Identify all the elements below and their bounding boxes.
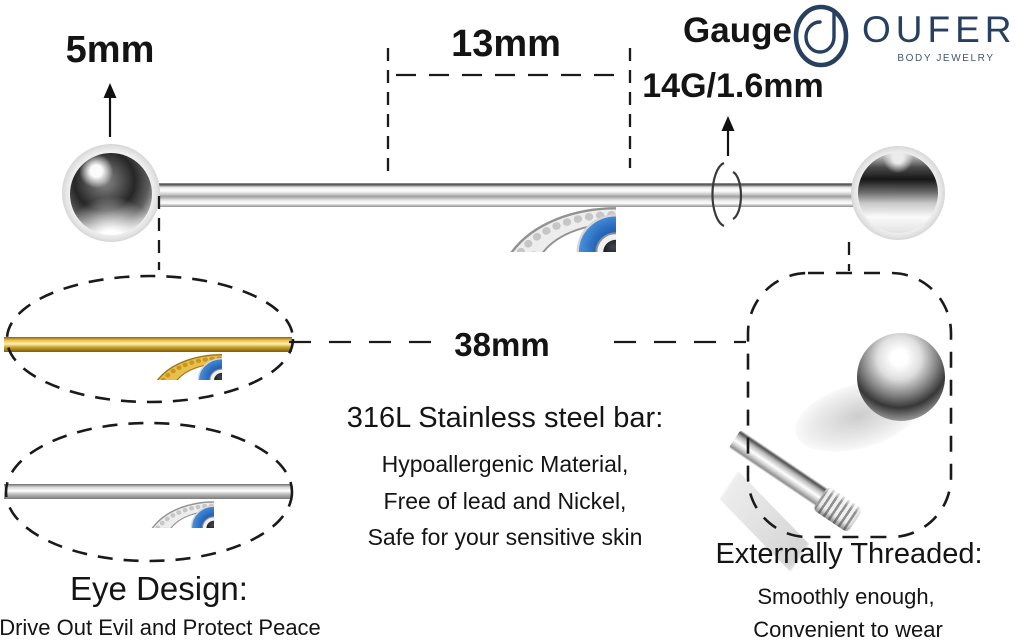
threaded-detail-frame <box>746 271 953 539</box>
material-line: Free of lead and Nickel, <box>383 488 627 514</box>
arrow-up-icon-gauge <box>721 116 735 156</box>
arrow-up-icon-5mm <box>103 83 117 137</box>
material-line: Hypoallergenic Material, <box>381 451 629 477</box>
eye-design-heading: Eye Design: <box>70 570 248 607</box>
threading-heading: Externally Threaded: <box>715 538 983 570</box>
material-heading: 316L Stainless steel bar: <box>346 402 664 434</box>
brand-name: OUFER <box>862 9 1017 50</box>
oufer-monogram-icon <box>793 4 849 68</box>
silver-variant-ellipse <box>4 421 294 563</box>
threading-line: Smoothly enough, <box>757 584 935 609</box>
threading-line: Convenient to wear <box>753 617 943 642</box>
label-charm-width: 13mm <box>451 23 561 65</box>
brand-tagline: BODY JEWELRY <box>897 53 995 64</box>
barbell-bar <box>150 183 868 207</box>
gold-variant-ellipse <box>5 274 295 404</box>
label-gauge: Gauge <box>683 11 792 50</box>
material-line: Safe for your sensitive skin <box>367 524 643 550</box>
label-gauge-value: 14G/1.6mm <box>642 67 824 105</box>
label-ball-size: 5mm <box>65 29 155 71</box>
eye-design-subtext: Drive Out Evil and Protect Peace <box>0 615 321 640</box>
label-bar-length: 38mm <box>454 326 550 363</box>
silver-variant-bar <box>4 484 292 499</box>
gold-variant-bar <box>4 337 292 352</box>
gauge-section-mark <box>711 161 743 228</box>
right-ball <box>851 146 945 240</box>
threaded-ball-photo <box>857 333 945 421</box>
left-ball <box>62 144 160 242</box>
